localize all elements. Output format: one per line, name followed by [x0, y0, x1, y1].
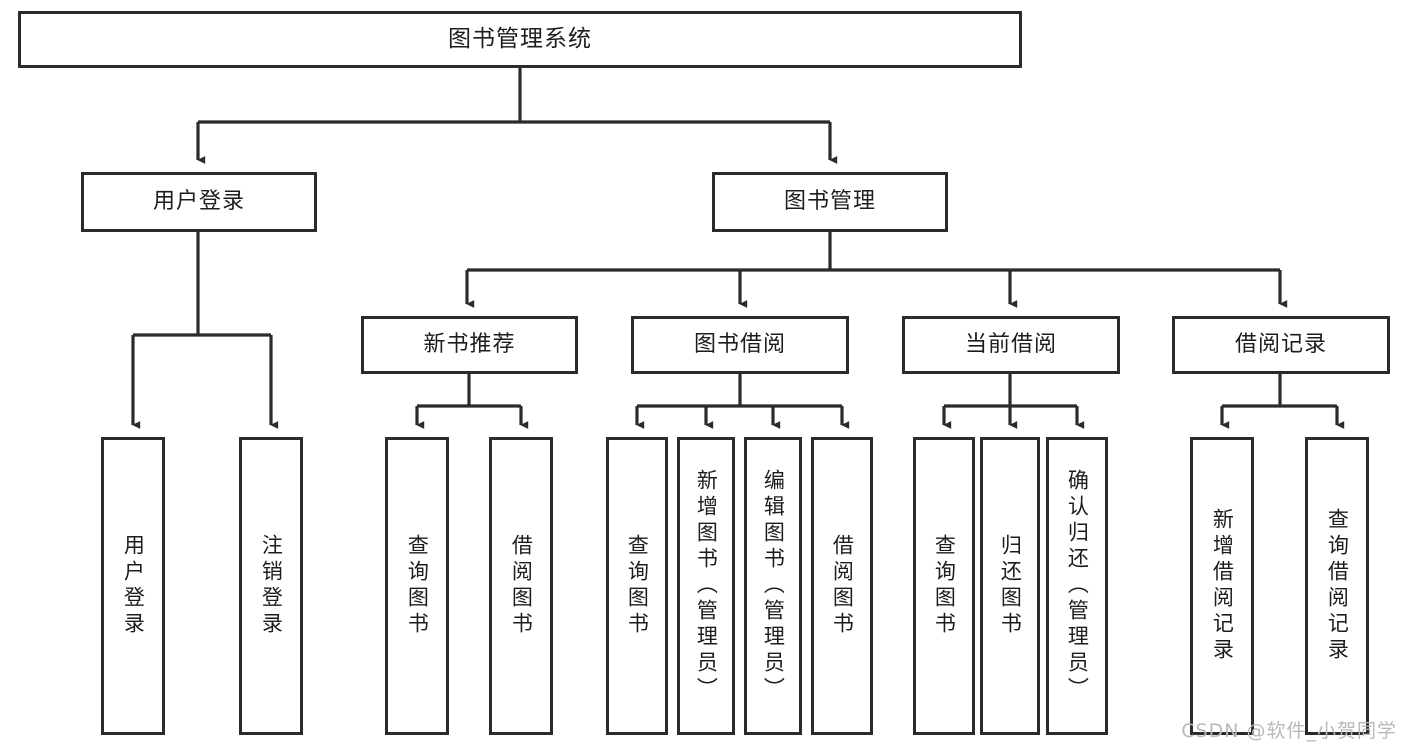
node-book-management[interactable]: 图书管理: [712, 172, 948, 232]
node-label: 图书管理: [783, 189, 876, 215]
node-label: 当前借阅: [964, 332, 1057, 358]
node-label: 用户登录: [121, 534, 146, 638]
leaf-borrow-book[interactable]: 借阅图书: [811, 437, 873, 735]
csdn-watermark: CSDN @软件_小贺同学: [1181, 720, 1397, 742]
node-label: 新增图书（管理员）: [694, 469, 719, 703]
node-label: 图书管理系统: [448, 25, 592, 52]
node-user-login[interactable]: 用户登录: [81, 172, 317, 232]
leaf-logout[interactable]: 注销登录: [239, 437, 303, 735]
node-label: 查询图书: [932, 534, 957, 638]
node-label: 注销登录: [259, 534, 284, 638]
node-label: 查询图书: [405, 534, 430, 638]
leaf-user-login[interactable]: 用户登录: [101, 437, 165, 735]
node-label: 借阅图书: [509, 534, 534, 638]
leaf-add-book-admin[interactable]: 新增图书（管理员）: [677, 437, 735, 735]
node-current-borrow[interactable]: 当前借阅: [902, 316, 1120, 374]
leaf-return-book[interactable]: 归还图书: [980, 437, 1040, 735]
node-label: 借阅记录: [1234, 332, 1327, 358]
leaf-confirm-return-admin[interactable]: 确认归还（管理员）: [1046, 437, 1108, 735]
leaf-query-book-current[interactable]: 查询图书: [913, 437, 975, 735]
node-label: 查询借阅记录: [1325, 508, 1350, 664]
node-new-book-recommend[interactable]: 新书推荐: [361, 316, 578, 374]
node-label: 新书推荐: [423, 332, 516, 358]
node-borrow-record[interactable]: 借阅记录: [1172, 316, 1390, 374]
leaf-query-book-recommend[interactable]: 查询图书: [385, 437, 449, 735]
node-book-borrow[interactable]: 图书借阅: [631, 316, 849, 374]
node-label: 归还图书: [998, 534, 1023, 638]
node-label: 新增借阅记录: [1210, 508, 1235, 664]
leaf-query-book-borrow[interactable]: 查询图书: [606, 437, 668, 735]
node-label: 确认归还（管理员）: [1065, 469, 1090, 703]
node-label: 查询图书: [625, 534, 650, 638]
leaf-add-borrow-record[interactable]: 新增借阅记录: [1190, 437, 1254, 735]
node-label: 借阅图书: [830, 534, 855, 638]
leaf-borrow-book-recommend[interactable]: 借阅图书: [489, 437, 553, 735]
node-label: 图书借阅: [693, 332, 786, 358]
node-label: 编辑图书（管理员）: [761, 469, 786, 703]
leaf-edit-book-admin[interactable]: 编辑图书（管理员）: [744, 437, 802, 735]
node-root-book-management-system[interactable]: 图书管理系统: [18, 11, 1022, 68]
node-label: 用户登录: [152, 189, 245, 215]
leaf-query-borrow-record[interactable]: 查询借阅记录: [1305, 437, 1369, 735]
